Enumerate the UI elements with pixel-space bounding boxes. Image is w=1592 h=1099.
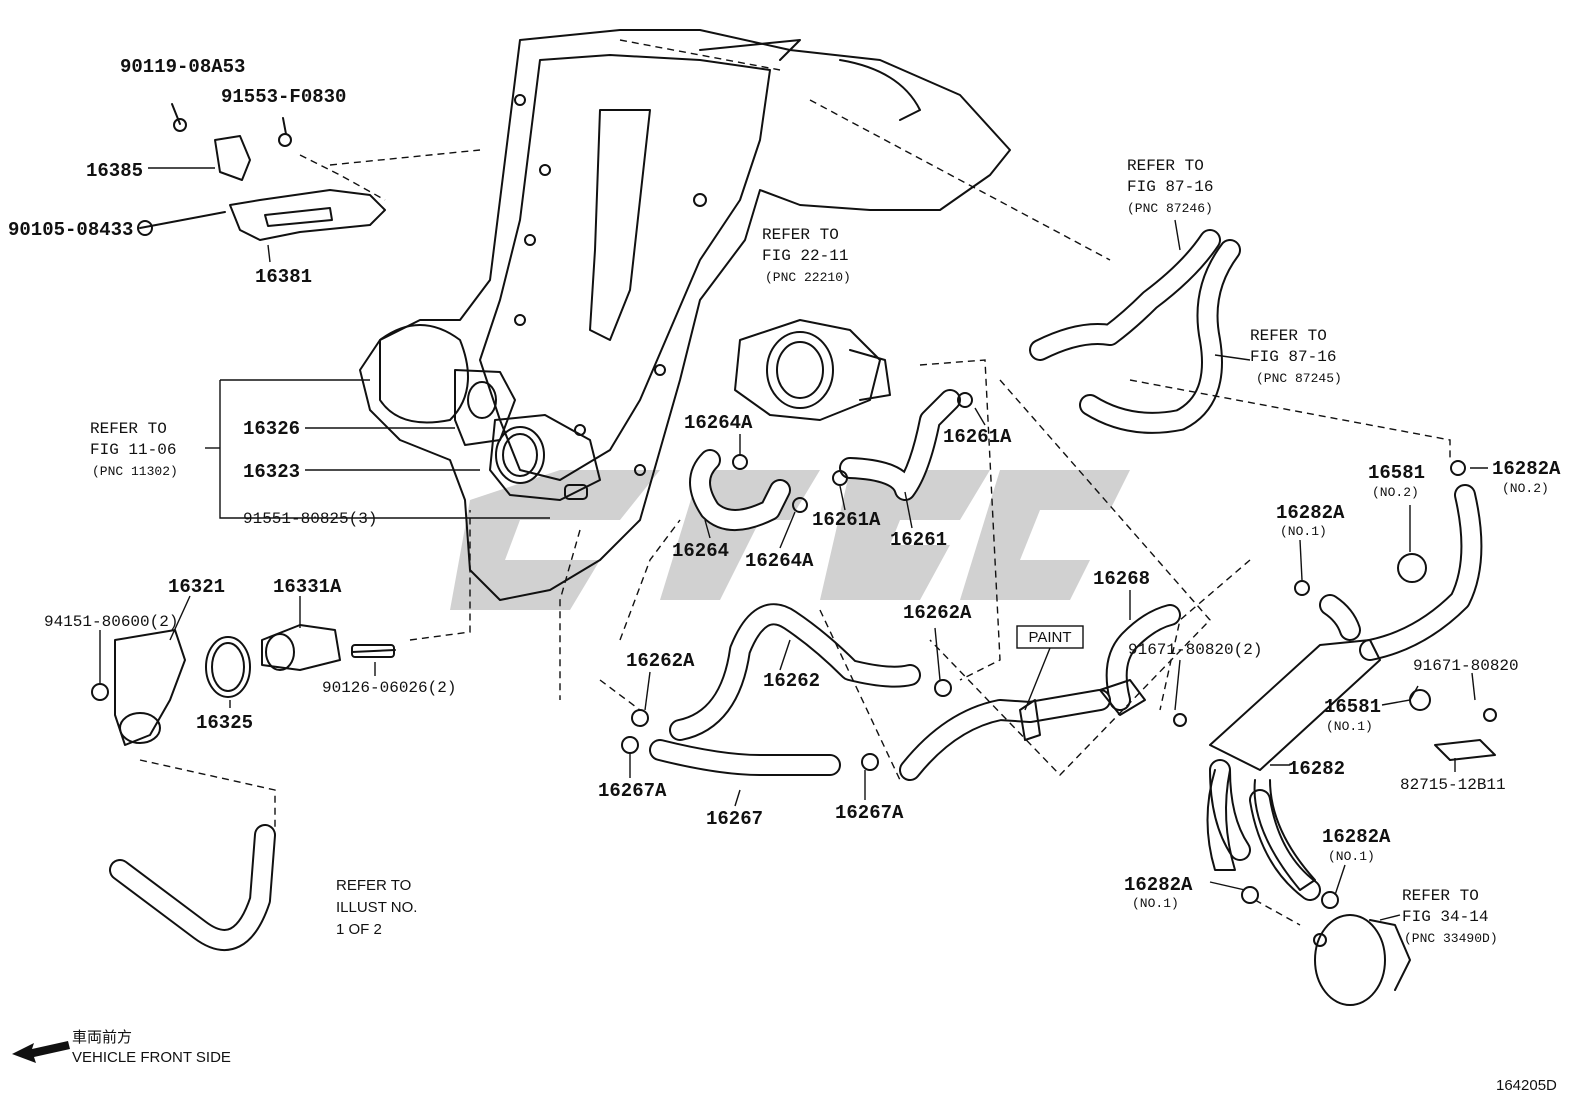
- paint-label: PAINT: [1028, 629, 1071, 646]
- part-sublabel-16282A-no1-top: (NO.1): [1280, 524, 1327, 539]
- part-sublabel-16282A-no2: (NO.2): [1502, 481, 1549, 496]
- part-label-90126: 90126-06026(2): [322, 679, 456, 697]
- ref-87245-line3: (PNC 87245): [1256, 371, 1342, 386]
- vacuum-pump: [1313, 914, 1411, 1006]
- part-label-16282A-no1-left: 16282A: [1124, 874, 1193, 896]
- ref-87246-line3: (PNC 87246): [1127, 201, 1213, 216]
- engine-block-drawing: [359, 29, 1011, 601]
- part-label-16326: 16326: [243, 418, 300, 440]
- part-sublabel-16581-no2: (NO.2): [1372, 485, 1419, 500]
- part-label-16264A-lower: 16264A: [745, 550, 814, 572]
- diagram-code: 164205D: [1496, 1077, 1557, 1094]
- part-label-16581-no1: 16581: [1324, 696, 1381, 718]
- part-label-16261A-upper: 16261A: [943, 426, 1012, 448]
- part-label-16262A-left: 16262A: [626, 650, 695, 672]
- throttle-body: [734, 319, 891, 421]
- part-label-16282: 16282: [1288, 758, 1345, 780]
- part-label-91551: 91551-80825(3): [243, 510, 377, 528]
- vehicle-front-indicator: 車両前方 VEHICLE FRONT SIDE: [12, 1029, 231, 1066]
- ref-33490-line2: FIG 34-14: [1402, 908, 1488, 926]
- part-label-91671-pair: 91671-80820(2): [1128, 641, 1262, 659]
- ref-illust-line2: ILLUST NO.: [336, 899, 417, 916]
- part-label-16267A-left: 16267A: [598, 780, 667, 802]
- ref-87246-line1: REFER TO: [1127, 157, 1204, 175]
- dashed-reference-lines: [139, 39, 1451, 926]
- part-label-91671: 91671-80820: [1413, 657, 1519, 675]
- part-label-16267A-right: 16267A: [835, 802, 904, 824]
- ref-87245-line1: REFER TO: [1250, 327, 1327, 345]
- part-label-16268: 16268: [1093, 568, 1150, 590]
- part-label-16323: 16323: [243, 461, 300, 483]
- part-label-16264A-upper: 16264A: [684, 412, 753, 434]
- ref-11302-line3: (PNC 11302): [92, 464, 178, 479]
- front-side-label-en: VEHICLE FRONT SIDE: [72, 1049, 231, 1066]
- ref-illust-line3: 1 OF 2: [336, 921, 382, 938]
- part-label-16381: 16381: [255, 266, 312, 288]
- reference-callouts: REFER TO FIG 87-16 (PNC 87246) REFER TO …: [90, 157, 1498, 946]
- ref-11302-line2: FIG 11-06: [90, 441, 176, 459]
- part-label-16261: 16261: [890, 529, 947, 551]
- ref-22210-line3: (PNC 22210): [765, 270, 851, 285]
- ref-33490-line3: (PNC 33490D): [1404, 931, 1498, 946]
- ref-11302-line1: REFER TO: [90, 420, 167, 438]
- ref-87246-line2: FIG 87-16: [1127, 178, 1213, 196]
- paint-tag: PAINT: [1016, 625, 1084, 649]
- part-label-16325: 16325: [196, 712, 253, 734]
- part-sublabel-16282A-no1-left: (NO.1): [1132, 896, 1179, 911]
- ref-87245-line2: FIG 87-16: [1250, 348, 1336, 366]
- part-label-16581-no2: 16581: [1368, 462, 1425, 484]
- part-sublabel-16282A-no1-right: (NO.1): [1328, 849, 1375, 864]
- part-label-16267: 16267: [706, 808, 763, 830]
- part-label-16321: 16321: [168, 576, 225, 598]
- part-label-90119: 90119-08A53: [120, 56, 245, 78]
- ref-22210-line2: FIG 22-11: [762, 247, 848, 265]
- part-label-90105: 90105-08433: [8, 219, 133, 241]
- part-label-16282A-no1-right: 16282A: [1322, 826, 1391, 848]
- bracket-assembly: [137, 103, 386, 241]
- ref-illust-line1: REFER TO: [336, 877, 411, 894]
- leader-lines: [99, 167, 1488, 921]
- front-side-label-jp: 車両前方: [72, 1029, 132, 1046]
- ref-33490-line1: REFER TO: [1402, 887, 1479, 905]
- part-label-16282A-no2: 16282A: [1492, 458, 1561, 480]
- part-label-16262: 16262: [763, 670, 820, 692]
- part-label-82715: 82715-12B11: [1400, 776, 1506, 794]
- part-label-16262A-right: 16262A: [903, 602, 972, 624]
- part-sublabel-16581-no1: (NO.1): [1326, 719, 1373, 734]
- part-label-16261A-lower: 16261A: [812, 509, 881, 531]
- part-label-16385: 16385: [86, 160, 143, 182]
- part-labels: 90119-08A53 91553-F0830 16385 90105-0843…: [8, 56, 1561, 911]
- part-label-16331A: 16331A: [273, 576, 342, 598]
- part-label-91553: 91553-F0830: [221, 86, 346, 108]
- hose-clamps: [621, 392, 1497, 909]
- ref-22210-line1: REFER TO: [762, 226, 839, 244]
- front-arrow-icon: [12, 1041, 70, 1063]
- part-label-16264: 16264: [672, 540, 729, 562]
- hoses: [109, 229, 1483, 951]
- part-label-94151: 94151-80600(2): [44, 613, 178, 631]
- pipe-16282: [1206, 639, 1381, 891]
- water-outlet-housing: [454, 369, 601, 501]
- part-label-16282A-no1-top: 16282A: [1276, 502, 1345, 524]
